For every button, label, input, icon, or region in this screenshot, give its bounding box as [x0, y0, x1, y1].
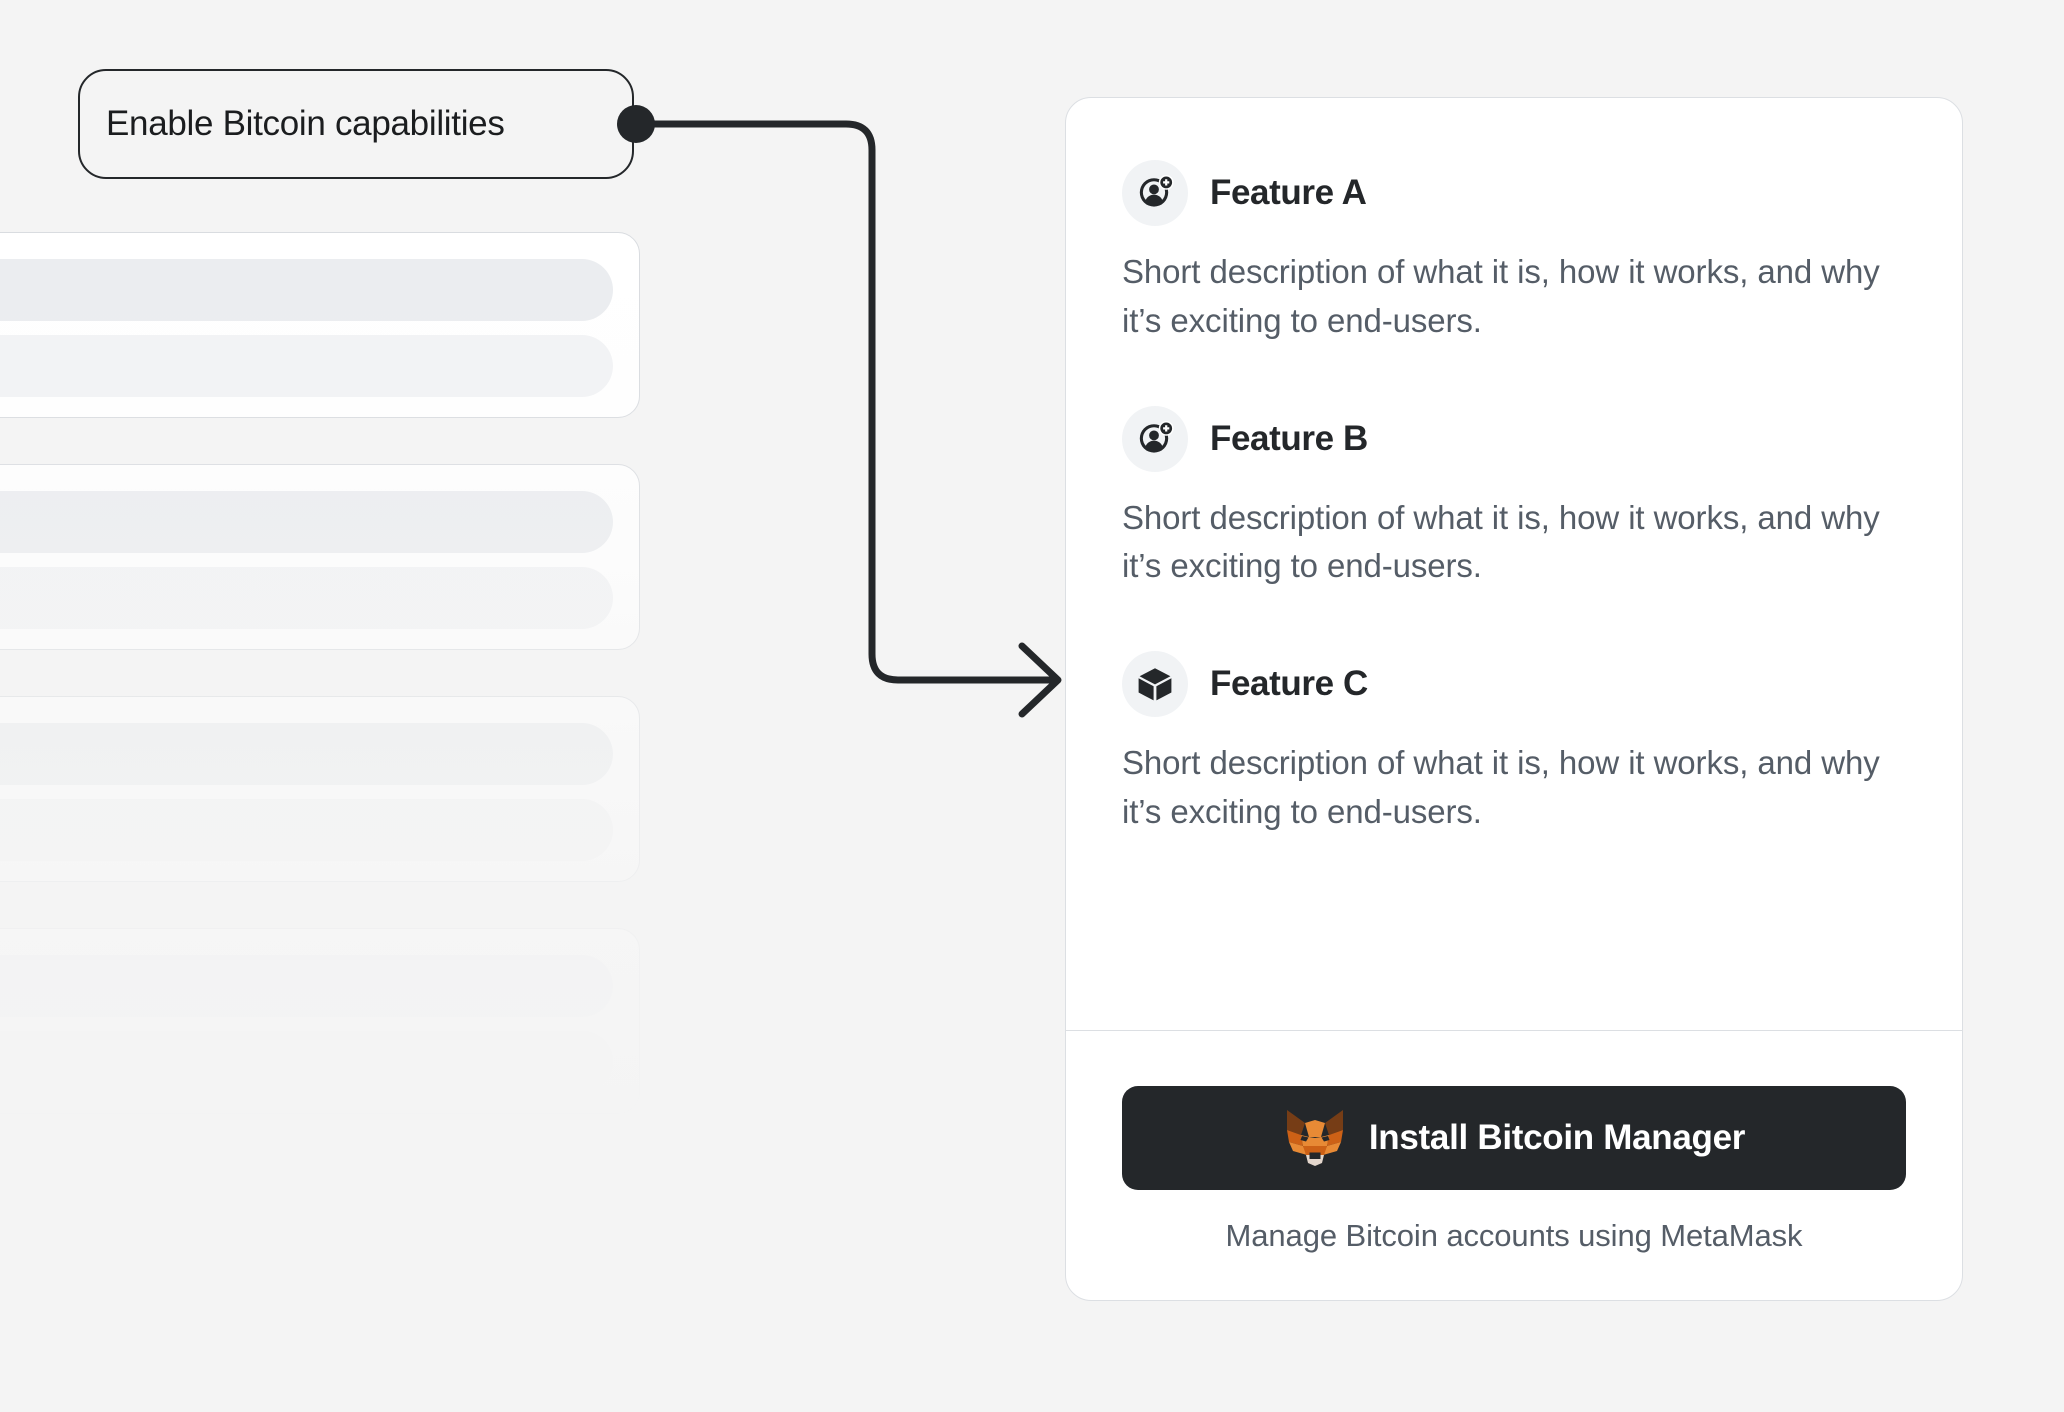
annotation-callout: Enable Bitcoin capabilities — [78, 69, 634, 179]
feature-description: Short description of what it is, how it … — [1122, 498, 1880, 585]
feature-title: Feature A — [1210, 173, 1367, 212]
card-divider — [1066, 1029, 1962, 1031]
install-caption: Manage Bitcoin accounts using MetaMask — [1225, 1218, 1803, 1253]
install-button-label: Install Bitcoin Manager — [1368, 1118, 1746, 1157]
skeleton-bar-primary — [0, 955, 613, 1017]
skeleton-card — [0, 696, 640, 882]
install-section: Install Bitcoin Manager Manage Bitcoin a… — [1066, 1031, 1962, 1300]
arrow-right-icon — [1018, 642, 1062, 718]
feature-item: Feature C Short description of what it i… — [1122, 651, 1906, 837]
features-list: Feature A Short description of what it i… — [1066, 98, 1962, 974]
feature-title: Feature C — [1210, 664, 1368, 704]
skeleton-card — [0, 464, 640, 650]
connector-path — [632, 120, 1060, 684]
feature-header: Feature C — [1122, 651, 1906, 718]
user-plus-icon — [1122, 405, 1188, 472]
skeleton-bar-secondary — [0, 1263, 613, 1325]
cube-icon — [1122, 651, 1188, 718]
skeleton-bar-secondary — [0, 335, 613, 397]
skeleton-card — [0, 1160, 640, 1346]
skeleton-bar-secondary — [0, 1031, 613, 1093]
user-plus-icon — [1122, 160, 1188, 226]
skeleton-bar-secondary — [0, 799, 613, 861]
skeleton-bar-primary — [0, 491, 613, 553]
feature-description: Short description of what it is, how it … — [1122, 744, 1880, 831]
feature-item: Feature A Short description of what it i… — [1122, 160, 1906, 346]
skeleton-placeholder-list — [0, 232, 640, 1408]
install-bitcoin-manager-button[interactable]: Install Bitcoin Manager — [1122, 1086, 1906, 1190]
feature-title: Feature B — [1210, 418, 1368, 458]
feature-item: Feature B Short description of what it i… — [1122, 405, 1906, 592]
skeleton-bar-primary — [0, 723, 613, 785]
feature-header: Feature B — [1122, 405, 1906, 472]
skeleton-card — [0, 928, 640, 1114]
feature-description: Short description of what it is, how it … — [1122, 253, 1880, 339]
skeleton-card — [0, 1392, 640, 1408]
feature-header: Feature A — [1122, 160, 1906, 226]
annotation-label: Enable Bitcoin capabilities — [106, 104, 505, 143]
metamask-fox-icon — [1283, 1108, 1347, 1168]
skeleton-card — [0, 232, 640, 418]
bitcoin-capabilities-card: Feature A Short description of what it i… — [1065, 97, 1963, 1301]
skeleton-bar-primary — [0, 259, 613, 321]
skeleton-bar-primary — [0, 1187, 613, 1249]
skeleton-bar-secondary — [0, 567, 613, 629]
